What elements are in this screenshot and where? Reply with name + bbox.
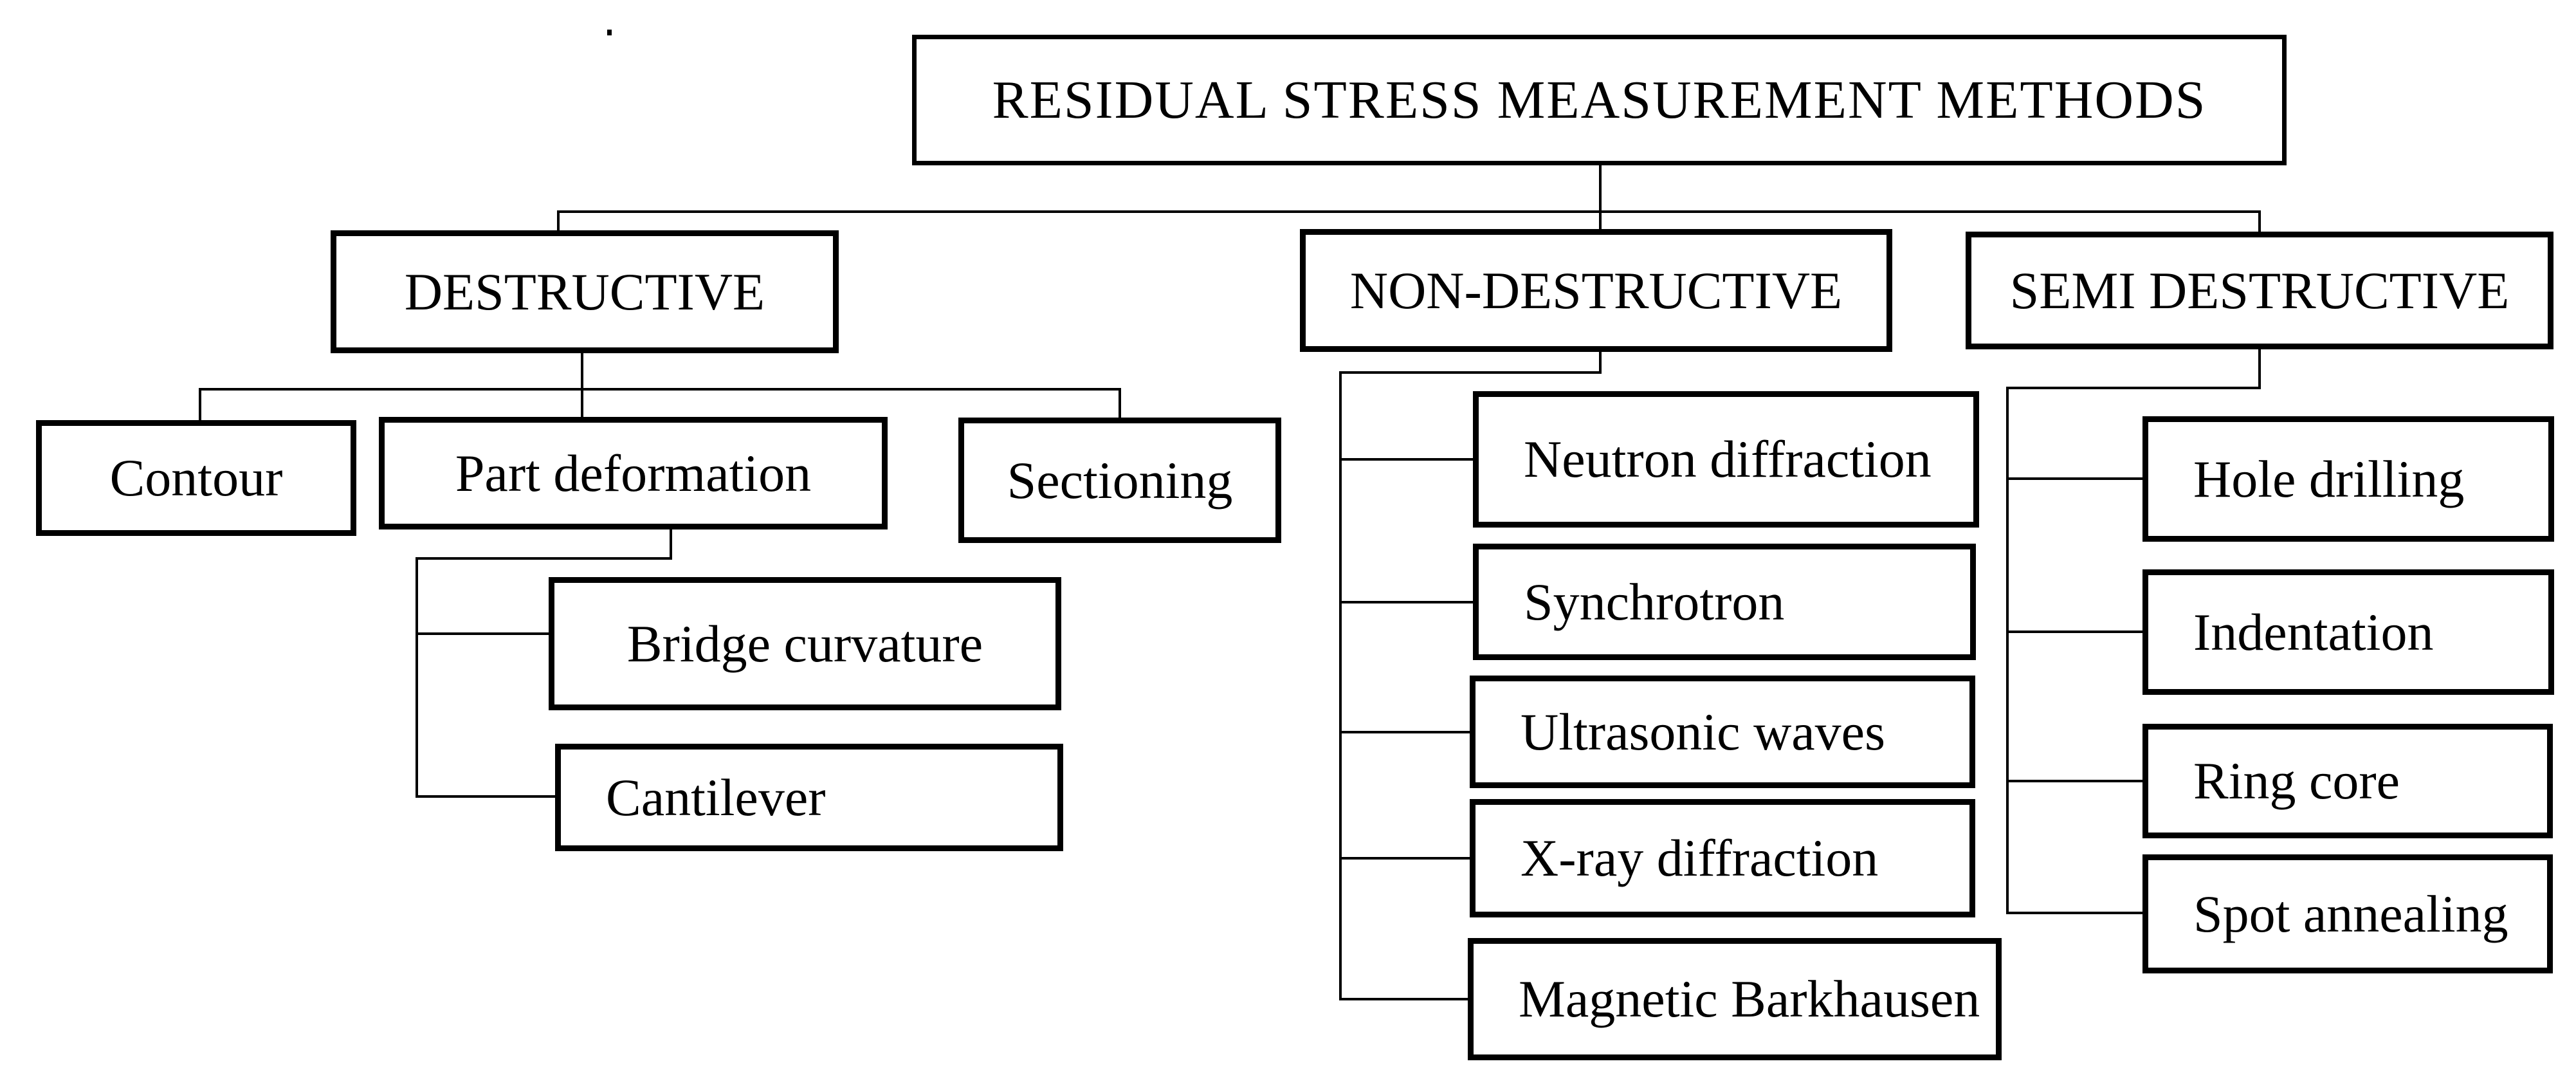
node-neutron-diffraction: Neutron diffraction [1473,391,1979,528]
node-label: X-ray diffraction [1521,829,1879,887]
connector-non-destructive-horizontal [1339,371,1602,374]
connector-part-deformation-horizontal [416,557,672,560]
node-label: Neutron diffraction [1524,430,1932,488]
node-destructive: DESTRUCTIVE [331,230,839,353]
node-label: Part deformation [455,443,812,502]
connector-destructive-drop [581,352,583,418]
connector-semi-destructive-trunk [2006,387,2009,914]
node-label: Spot annealing [2193,884,2508,943]
connector-magnetic-barkhausen-in [1339,998,1470,1000]
connector-contour-in [199,388,201,421]
connector-ultrasonic-waves-in [1339,731,1472,733]
node-sectioning: Sectioning [958,418,1281,543]
connector-ring-core-in [2006,780,2145,782]
node-semi-destructive: SEMI DESTRUCTIVE [1966,232,2553,349]
node-part-deformation: Part deformation [379,417,888,529]
node-residual-stress-measurement-methods: RESIDUAL STRESS MEASUREMENT METHODS [912,35,2287,165]
node-label: Synchrotron [1524,572,1785,631]
connector-part-deformation-drop [670,528,672,560]
connector-non-destructive-drop [1599,351,1602,374]
connector-part-deformation-trunk [416,557,418,798]
stray-ink-dot [607,30,612,35]
node-label: Magnetic Barkhausen [1519,970,1980,1028]
node-label: RESIDUAL STRESS MEASUREMENT METHODS [992,69,2207,130]
node-label: Cantilever [606,768,826,827]
node-synchrotron: Synchrotron [1473,544,1976,660]
node-ultrasonic-waves: Ultrasonic waves [1470,676,1975,788]
connector-bridge-curvature-in [416,632,551,635]
node-bridge-curvature: Bridge curvature [549,577,1061,710]
connector-cantilever-in [416,795,558,798]
node-contour: Contour [36,420,356,536]
node-hole-drilling: Hole drilling [2142,416,2554,542]
connector-xray-diffraction-in [1339,857,1472,860]
connector-neutron-diffraction-in [1339,458,1475,461]
connector-semi-destructive-horizontal [2006,387,2261,389]
node-indentation: Indentation [2142,569,2554,695]
node-non-destructive: NON-DESTRUCTIVE [1300,229,1892,352]
connector-destructive-in [557,210,560,232]
connector-semi-destructive-drop [2258,347,2261,389]
node-label: NON-DESTRUCTIVE [1349,261,1843,320]
connector-destructive-horizontal [199,388,1121,391]
node-label: Ring core [2193,751,2400,810]
node-spot-annealing: Spot annealing [2142,854,2553,973]
connector-title-drop [1599,164,1602,230]
node-ring-core: Ring core [2142,724,2553,838]
connector-spot-annealing-in [2006,912,2145,914]
node-label: Ultrasonic waves [1521,702,1885,761]
node-cantilever: Cantilever [555,744,1063,851]
node-magnetic-barkhausen: Magnetic Barkhausen [1468,938,2002,1060]
connector-non-destructive-trunk [1339,371,1342,1000]
connector-sectioning-in [1119,388,1121,419]
connector-indentation-in [2006,630,2145,633]
node-label: Hole drilling [2193,449,2465,508]
connector-synchrotron-in [1339,601,1475,603]
node-label: SEMI DESTRUCTIVE [2009,261,2510,320]
connector-hole-drilling-in [2006,477,2145,480]
connector-semi-destructive-in [2258,210,2261,233]
connector-top-horizontal [557,210,2261,213]
node-label: Sectioning [1007,450,1233,510]
node-label: Contour [109,448,283,507]
node-xray-diffraction: X-ray diffraction [1470,799,1975,917]
node-label: DESTRUCTIVE [404,262,765,321]
node-label: Bridge curvature [626,614,983,673]
node-label: Indentation [2193,602,2434,661]
